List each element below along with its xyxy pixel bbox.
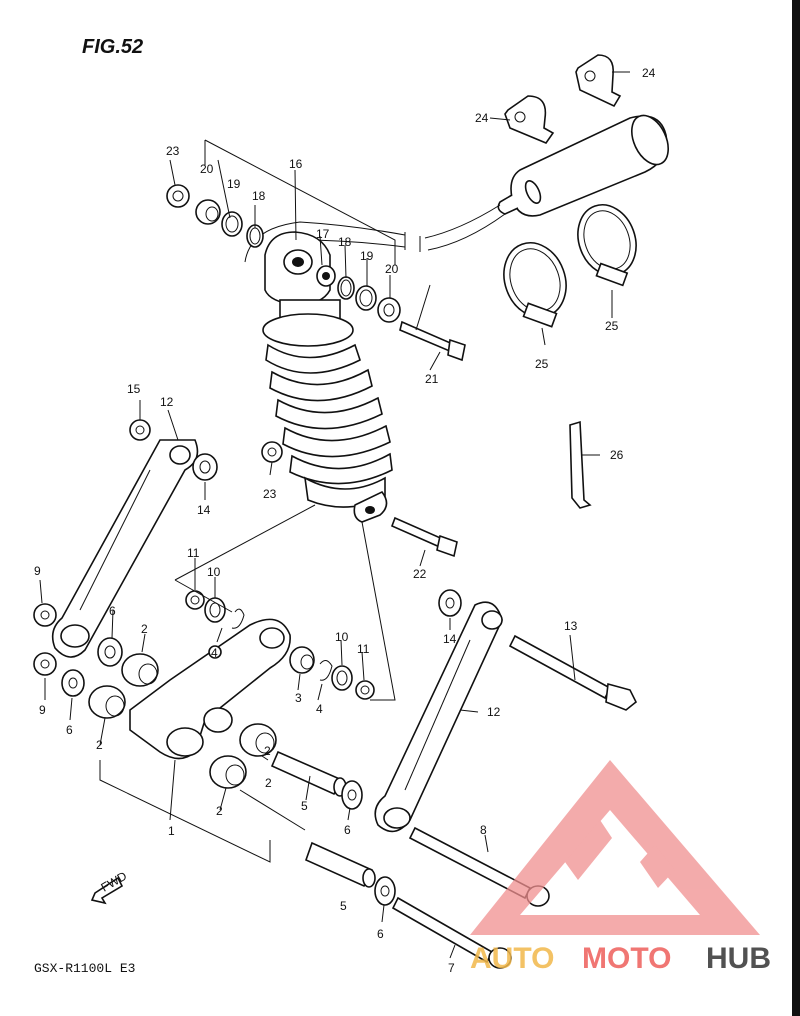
label-23-top: 23 [166,144,180,158]
bolt-13 [508,634,638,711]
label-20-top: 20 [200,162,214,176]
clamp-24-upper [575,54,622,108]
label-6-bottom: 6 [377,927,384,941]
shock-absorber [262,231,393,523]
label-11-left: 11 [187,546,200,560]
cushion-lever-1 [129,618,291,760]
label-14-left: 14 [197,503,211,517]
washer-6-a [341,780,363,810]
label-18-top: 18 [252,189,266,203]
label-1: 1 [168,824,175,838]
label-6-mid: 6 [344,823,351,837]
label-18-mid: 18 [338,235,352,249]
shock-reservoir [419,114,669,252]
label-4-left: 4 [211,646,218,660]
label-26: 26 [610,448,624,462]
label-2-d: 2 [265,776,272,790]
label-10-left: 10 [207,565,221,579]
label-20-mid: 20 [385,262,399,276]
figure-title: FIG.52 [82,36,143,58]
label-25-right: 25 [605,319,619,333]
hose-clamp-25-right [577,204,637,287]
spacer-5-lower [305,841,374,888]
automotohub-wordmark: AUTO MOTO HUB [470,942,771,975]
bolt-22 [390,516,458,558]
tie-rod-12-left [33,419,218,697]
strap-26 [569,420,592,509]
model-code: GSX-R1100L E3 [34,961,135,976]
label-25-left: 25 [535,357,549,371]
label-15: 15 [127,382,141,396]
label-4-right: 4 [316,702,323,716]
tie-rod-12-right [374,589,503,833]
label-9-bottom: 9 [39,703,46,717]
hose-clamp-25-left [503,242,567,328]
label-6-left: 6 [66,723,73,737]
label-2-c: 2 [264,744,271,758]
label-22: 22 [413,567,427,581]
forward-arrow-icon: FWD [90,869,129,905]
spacer-5-upper [270,750,344,796]
label-12-right: 12 [487,705,501,719]
reference-lines [39,71,630,959]
wordmark-moto: MOTO [582,942,671,975]
bolt-7 [391,896,512,969]
label-7: 7 [448,961,455,975]
part-labels: 23 20 19 18 16 17 18 19 20 21 24 24 25 2… [34,66,656,975]
label-13: 13 [564,619,578,633]
label-19-top: 19 [227,177,241,191]
label-3: 3 [295,691,302,705]
page-right-edge [792,0,800,1016]
label-5-lower: 5 [340,899,347,913]
label-2-a: 2 [141,622,148,636]
label-2-b: 2 [96,738,103,752]
bearing-2-group [88,653,277,789]
bolt-21 [399,320,466,362]
label-23-mid: 23 [263,487,277,501]
wordmark-auto: AUTO [470,942,554,975]
wordmark-hub: HUB [706,942,771,975]
label-12-left: 12 [160,395,174,409]
label-24-right: 24 [642,66,656,80]
label-16: 16 [289,157,303,171]
automotohub-logo [470,760,760,935]
label-2-e: 2 [216,804,223,818]
label-17: 17 [316,227,330,241]
label-6-left-top: 6 [109,604,116,618]
label-9-top: 9 [34,564,41,578]
label-10-right: 10 [335,630,349,644]
clamp-24-lower [504,95,555,144]
label-24-left: 24 [475,111,489,125]
lower-mount-hardware [185,590,375,700]
label-11-right: 11 [357,642,370,656]
label-14-right: 14 [443,632,457,646]
washer-6-b [374,876,396,906]
label-19-mid: 19 [360,249,374,263]
label-8: 8 [480,823,487,837]
label-5-upper: 5 [301,799,308,813]
upper-mount-hardware [166,184,401,463]
label-21: 21 [425,372,439,386]
